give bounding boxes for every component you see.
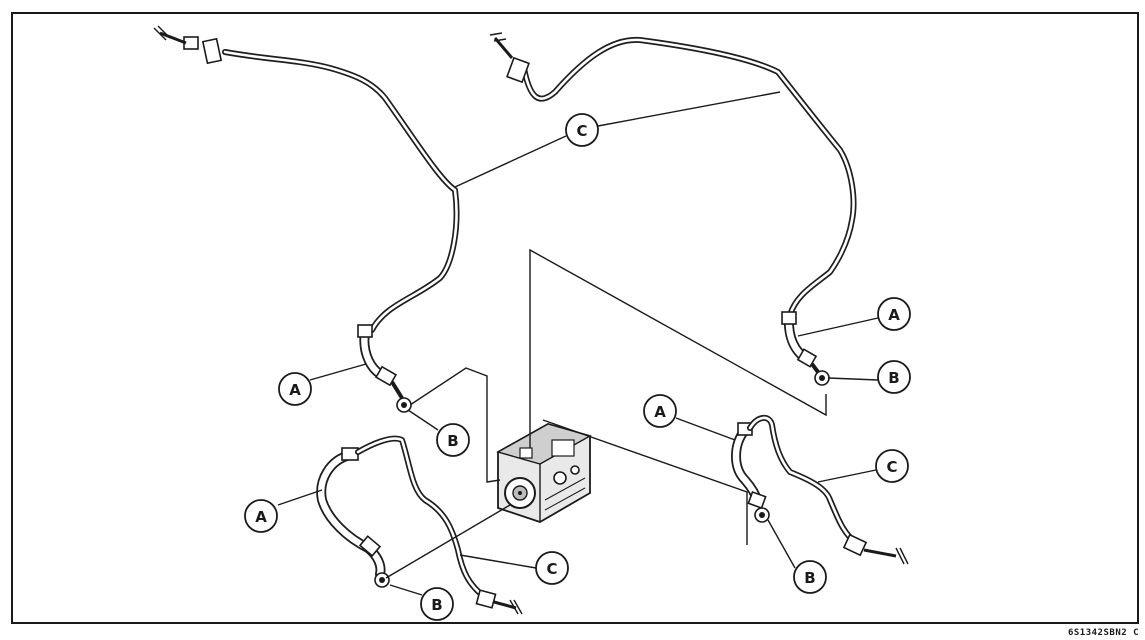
callout-b-lower-left: B bbox=[420, 587, 454, 621]
svg-text:C: C bbox=[546, 560, 557, 578]
svg-text:B: B bbox=[804, 569, 815, 587]
hose-lower-right bbox=[731, 422, 770, 523]
svg-text:B: B bbox=[447, 432, 458, 450]
svg-text:B: B bbox=[888, 369, 899, 387]
figure-code: 6S1342SBN2 C bbox=[1068, 628, 1139, 638]
callout-c-lower-right: C bbox=[875, 449, 909, 483]
callout-c-top: C bbox=[565, 113, 599, 147]
callout-c-lower-left: C bbox=[535, 551, 569, 585]
diagram-frame bbox=[11, 12, 1139, 624]
pipe-lower-left bbox=[355, 435, 523, 615]
svg-text:A: A bbox=[255, 508, 267, 526]
abs-hydraulic-unit bbox=[496, 423, 592, 523]
callout-a-lower-right: A bbox=[643, 394, 677, 428]
callout-a-upper-left: A bbox=[278, 372, 312, 406]
svg-text:A: A bbox=[654, 403, 666, 421]
pipe-lower-right bbox=[747, 414, 909, 565]
hose-lower-left bbox=[316, 447, 390, 588]
callout-b-upper-left: B bbox=[436, 423, 470, 457]
pipe-upper-left bbox=[153, 25, 460, 333]
callout-a-lower-left: A bbox=[244, 499, 278, 533]
svg-text:A: A bbox=[289, 381, 301, 399]
hose-upper-left bbox=[357, 324, 412, 413]
hose-upper-right bbox=[781, 311, 830, 386]
svg-text:C: C bbox=[576, 122, 587, 140]
bracket-lines bbox=[409, 248, 827, 545]
callout-b-lower-right: B bbox=[793, 560, 827, 594]
callout-b-upper-right: B bbox=[877, 360, 911, 394]
pipe-upper-right bbox=[489, 32, 857, 318]
callout-a-upper-right: A bbox=[877, 297, 911, 331]
svg-text:C: C bbox=[886, 458, 897, 476]
svg-text:A: A bbox=[888, 306, 900, 324]
leader-lines bbox=[277, 91, 879, 596]
svg-text:B: B bbox=[431, 596, 442, 614]
